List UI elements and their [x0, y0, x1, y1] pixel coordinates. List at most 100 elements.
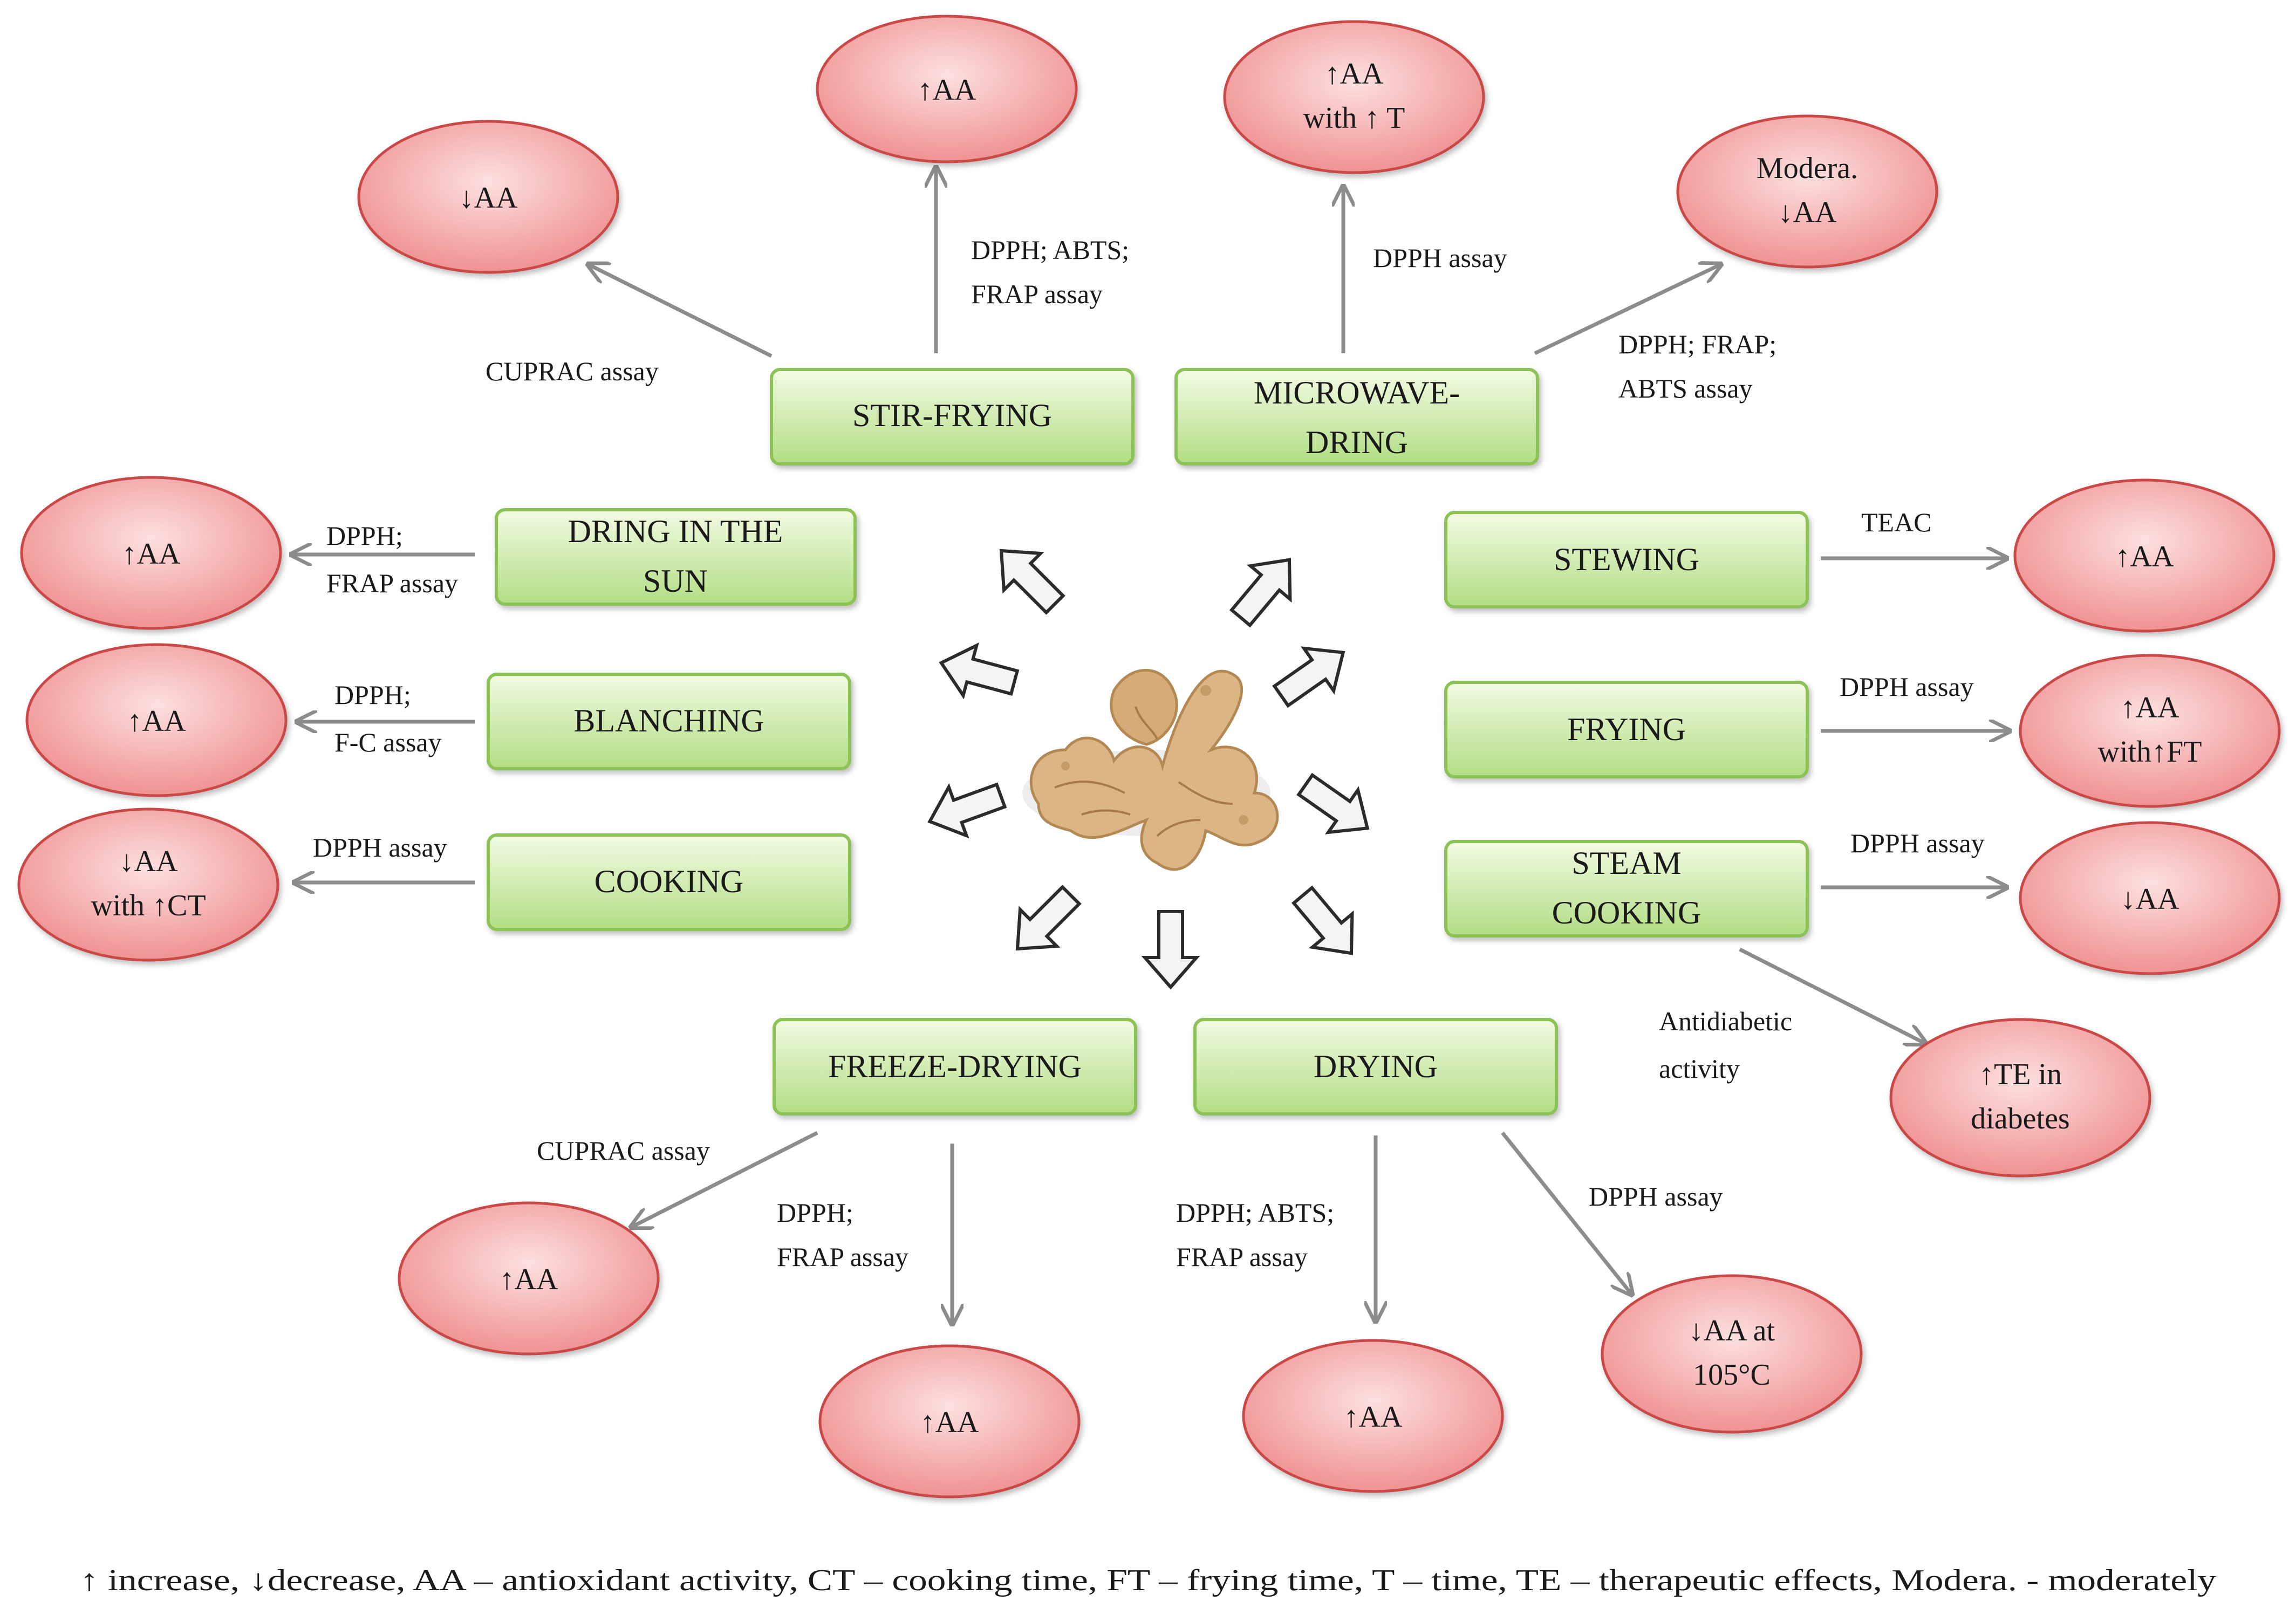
assay-label-frying-line: DPPH assay	[1840, 672, 1974, 702]
outcome-oval-frying: ↑AA with↑FT	[2019, 654, 2281, 808]
assay-label-freeze-cuprac-line: CUPRAC assay	[537, 1135, 710, 1166]
assay-label-freeze-dpph-line: FRAP assay	[777, 1242, 908, 1272]
outcome-label-microwave-dpph: ↑AA with ↑ T	[1303, 57, 1405, 135]
outcome-label-blanching-line: ↑AA	[127, 704, 186, 738]
assay-label-microwave-frap-line: DPPH; FRAP;	[1618, 329, 1776, 359]
outcome-label-cooking-line: ↓AA	[119, 845, 178, 878]
process-label-frying-line: FRYING	[1567, 711, 1686, 747]
outcome-label-drying-dpph-abts-line: ↑AA	[1344, 1400, 1403, 1434]
assay-label-stewing-line: TEAC	[1861, 507, 1932, 537]
outcome-label-cooking: ↓AA with ↑CT	[91, 845, 206, 922]
assay-label-sun: DPPH; FRAP assay	[326, 521, 458, 598]
process-box-drying: DRYING	[1193, 1018, 1558, 1116]
outcome-label-stir-frying-cuprac-line: ↓AA	[459, 181, 518, 215]
outcome-oval-microwave-dpph: ↑AA with ↑ T	[1223, 20, 1485, 174]
assay-label-steam-antidiabetic-line: activity	[1659, 1053, 1740, 1084]
outcome-label-microwave-dpph-line: ↑AA	[1325, 57, 1384, 91]
process-label-freeze-drying-line: FREEZE-DRYING	[828, 1049, 1082, 1084]
assay-label-microwave-frap-line: ABTS assay	[1618, 373, 1753, 403]
outcome-oval-drying-dpph-abts: ↑AA	[1242, 1339, 1504, 1493]
process-label-drying-line: DRYING	[1314, 1049, 1438, 1084]
outcome-oval-microwave-frap: Modera.↓AA	[1676, 114, 1938, 269]
outcome-oval-cooking: ↓AA with ↑CT	[17, 808, 279, 962]
process-label-microwave-dring-line: MICROWAVE-	[1254, 375, 1460, 410]
outcome-label-stewing-line: ↑AA	[2115, 540, 2174, 573]
outcome-label-microwave-dpph-line: with ↑ T	[1303, 101, 1405, 135]
legend-footnote: ↑ increase, ↓decrease, AA – antioxidant …	[80, 1564, 2216, 1597]
radial-arrow-w-upper	[939, 642, 1020, 700]
outcome-label-microwave-frap: Modera.↓AA	[1757, 152, 1858, 229]
connector-stir-frying-cuprac	[588, 264, 773, 358]
assay-label-cooking-line: DPPH assay	[313, 832, 447, 863]
assay-label-sun-line: FRAP assay	[326, 568, 458, 598]
assay-label-stir-frying-dpph-line: FRAP assay	[971, 279, 1103, 309]
process-label-dring-in-the-sun-line: DRING IN THE	[568, 514, 783, 549]
outcome-oval-blanching: ↑AA	[25, 643, 288, 797]
outcome-label-sun: ↑AA	[122, 537, 181, 571]
outcome-label-drying-dpph-line: 105°C	[1693, 1358, 1771, 1392]
assay-label-blanching-line: DPPH;	[334, 680, 411, 710]
process-label-stir-frying-line: STIR-FRYING	[852, 398, 1052, 433]
assay-label-cooking: DPPH assay	[313, 832, 447, 863]
process-label-steam-cooking-line: COOKING	[1552, 895, 1702, 930]
radial-arrow-se	[1291, 885, 1354, 955]
radial-arrow-w-lower	[927, 782, 1007, 839]
outcome-ovals: ↓AA ↑AA ↑AA with ↑ T Modera.↓AA ↑AA ↑AA	[17, 15, 2281, 1498]
outcome-oval-stir-frying-cuprac: ↓AA	[357, 120, 619, 274]
process-label-microwave-dring-line: DRING	[1306, 425, 1408, 460]
assay-label-stir-frying-cuprac: CUPRAC assay	[486, 356, 659, 386]
radial-arrow-ne	[1229, 558, 1292, 628]
outcome-label-steam-cooking-line: ↓AA	[2121, 882, 2179, 916]
process-label-freeze-drying: FREEZE-DRYING	[828, 1049, 1082, 1084]
assay-label-freeze-cuprac: CUPRAC assay	[537, 1135, 710, 1166]
outcome-label-steam-antidiabetic-line: diabetes	[1971, 1102, 2069, 1135]
radial-arrow-s	[1141, 910, 1200, 990]
assay-label-drying-dpph-abts: DPPH; ABTS;FRAP assay	[1176, 1197, 1334, 1272]
assay-label-stir-frying-dpph: DPPH; ABTS; FRAP assay	[971, 235, 1129, 309]
process-box-stir-frying: STIR-FRYING	[770, 368, 1135, 466]
connector-steam-antidiabetic	[1739, 947, 1926, 1044]
outcome-label-stir-frying-dpph: ↑AA	[918, 73, 976, 107]
outcome-label-microwave-frap-line: ↓AA	[1778, 196, 1837, 229]
connector-microwave-frap	[1534, 264, 1721, 355]
assay-label-steam-cooking: DPPH assay	[1850, 828, 1985, 858]
process-box-freeze-drying: FREEZE-DRYING	[773, 1018, 1137, 1116]
outcome-oval-freeze-dpph: ↑AA	[818, 1344, 1081, 1498]
outcome-label-blanching: ↑AA	[127, 704, 186, 738]
outcome-label-stir-frying-cuprac: ↓AA	[459, 181, 518, 215]
process-label-blanching: BLANCHING	[573, 703, 764, 738]
process-box-stewing: STEWING	[1444, 511, 1809, 608]
assay-label-blanching: DPPH;F-C assay	[334, 680, 442, 757]
outcome-label-freeze-cuprac: ↑AA	[500, 1263, 558, 1296]
outcome-label-cooking-line: with ↑CT	[91, 889, 206, 922]
outcome-label-freeze-dpph: ↑AA	[920, 1406, 979, 1439]
assay-label-microwave-dpph-line: DPPH assay	[1373, 243, 1507, 273]
outcome-label-frying-line: ↑AA	[2121, 691, 2179, 724]
outcome-oval-stewing: ↑AA	[2013, 478, 2276, 633]
assay-label-drying-dpph-abts-line: DPPH; ABTS;	[1176, 1197, 1334, 1228]
assay-label-sun-line: DPPH;	[326, 521, 403, 551]
outcome-oval-steam-cooking: ↓AA	[2019, 821, 2281, 975]
assay-label-microwave-dpph: DPPH assay	[1373, 243, 1507, 273]
outcome-label-drying-dpph-abts: ↑AA	[1344, 1400, 1403, 1434]
assay-label-stir-frying-cuprac-line: CUPRAC assay	[486, 356, 659, 386]
outcome-label-frying: ↑AA with↑FT	[2098, 691, 2202, 769]
outcome-oval-stir-frying-dpph: ↑AA	[816, 15, 1078, 163]
outcome-label-drying-dpph-line: ↓AA at	[1689, 1314, 1775, 1347]
process-box-blanching: BLANCHING	[487, 673, 851, 770]
assay-label-steam-antidiabetic-line: Antidiabetic	[1659, 1006, 1792, 1036]
outcome-label-stewing: ↑AA	[2115, 540, 2174, 573]
outcome-label-frying-line: with↑FT	[2098, 735, 2202, 769]
assay-label-steam-cooking-line: DPPH assay	[1850, 828, 1985, 858]
process-label-drying: DRYING	[1314, 1049, 1438, 1084]
assay-label-stir-frying-dpph-line: DPPH; ABTS;	[971, 235, 1129, 265]
outcome-oval-sun: ↑AA	[20, 476, 282, 630]
assay-label-microwave-frap: DPPH; FRAP; ABTS assay	[1618, 329, 1776, 403]
